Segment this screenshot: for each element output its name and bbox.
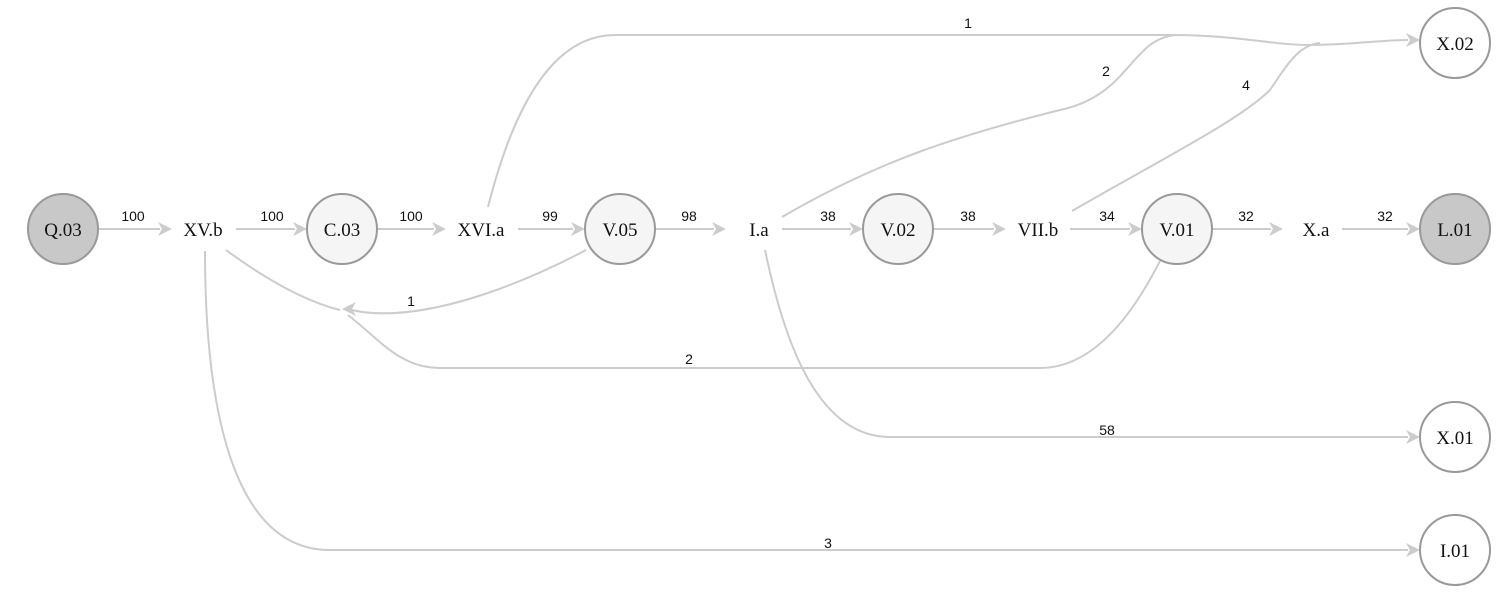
node-circle bbox=[306, 193, 378, 265]
node-i-01[interactable]: I.01 bbox=[1419, 514, 1491, 586]
edge-v-01-to-xv-b bbox=[347, 260, 1161, 369]
edge-c-03-to-xvi-a-arrowhead bbox=[432, 222, 446, 236]
node-label: Q.03 bbox=[44, 220, 81, 241]
edge-xvi-a-to-x-02-label: 1 bbox=[964, 15, 972, 31]
node-circle bbox=[1419, 7, 1491, 79]
node-label: X.01 bbox=[1436, 428, 1473, 449]
edge-xv-b-to-c-03-arrowhead bbox=[293, 222, 307, 236]
node-l-01[interactable]: L.01 bbox=[1419, 193, 1491, 265]
node-label: C.03 bbox=[324, 220, 360, 241]
node-x-01[interactable]: X.01 bbox=[1419, 401, 1491, 473]
node-x-02[interactable]: X.02 bbox=[1419, 7, 1491, 79]
edge-v-05-to-xv-b-arrowhead bbox=[342, 302, 356, 316]
edge-i-a-to-v-02-arrowhead bbox=[849, 222, 863, 236]
edge-labels-layer: 100 100 100 99 98 38 38 34 32 32 1 2 4 1 2 58 3 bbox=[121, 15, 1393, 551]
node-circle bbox=[1419, 514, 1491, 586]
node-label: V.01 bbox=[1159, 220, 1194, 241]
edge-xv-b-to-i-01-label: 3 bbox=[824, 535, 832, 551]
edge-v-05-to-i-a-label: 98 bbox=[681, 208, 697, 224]
node-x-a[interactable]: X.a bbox=[1303, 220, 1330, 241]
node-circle bbox=[862, 193, 934, 265]
edge-v-01-to-x-a-label: 32 bbox=[1238, 208, 1254, 224]
edge-vii-b-to-v-01-arrowhead bbox=[1128, 222, 1142, 236]
node-xv-b[interactable]: XV.b bbox=[183, 220, 222, 241]
node-v-01[interactable]: V.01 bbox=[1141, 193, 1213, 265]
edge-x-a-to-l-01-arrowhead bbox=[1406, 222, 1420, 236]
node-q-03[interactable]: Q.03 bbox=[27, 193, 99, 265]
node-label: X.02 bbox=[1436, 34, 1473, 55]
node-label: L.01 bbox=[1437, 220, 1472, 241]
edge-i-a-to-x-02 bbox=[781, 34, 1176, 218]
edge-xvi-a-to-x-02-arrowhead bbox=[1406, 33, 1420, 47]
node-circle bbox=[1419, 401, 1491, 473]
node-c-03[interactable]: C.03 bbox=[306, 193, 378, 265]
edge-xvi-a-to-v-05-arrowhead bbox=[571, 222, 585, 236]
edge-i-a-to-x-01-arrowhead bbox=[1406, 430, 1420, 444]
edges-layer bbox=[98, 33, 1420, 557]
edge-x-a-to-l-01-label: 32 bbox=[1377, 208, 1393, 224]
node-i-a[interactable]: I.a bbox=[749, 220, 769, 241]
edge-xv-b-to-v05-return-stub bbox=[225, 249, 341, 311]
edge-v-01-to-x-a-arrowhead bbox=[1269, 222, 1283, 236]
edge-v-02-to-vii-b-label: 38 bbox=[960, 208, 976, 224]
node-vii-b[interactable]: VII.b bbox=[1018, 220, 1059, 241]
node-label: I.01 bbox=[1440, 541, 1470, 562]
edge-xv-b-to-c-03-label: 100 bbox=[260, 208, 284, 224]
edge-vii-b-to-x-02-label: 4 bbox=[1242, 77, 1250, 93]
edge-i-a-to-x-02-label: 2 bbox=[1102, 63, 1110, 79]
node-label: VII.b bbox=[1018, 220, 1059, 241]
node-label: XV.b bbox=[183, 220, 222, 241]
edge-i-a-to-v-02-label: 38 bbox=[820, 208, 836, 224]
edge-i-a-to-x-01-label: 58 bbox=[1099, 422, 1115, 438]
node-v-05[interactable]: V.05 bbox=[584, 193, 656, 265]
edge-xvi-a-to-v-05-label: 99 bbox=[542, 208, 558, 224]
node-label: V.02 bbox=[880, 220, 915, 241]
node-circle bbox=[1141, 193, 1213, 265]
node-circle bbox=[1419, 193, 1491, 265]
node-v-02[interactable]: V.02 bbox=[862, 193, 934, 265]
edge-v-05-to-xv-b-label: 1 bbox=[407, 293, 415, 309]
node-circle bbox=[584, 193, 656, 265]
edge-i-a-to-x-01 bbox=[764, 249, 1408, 438]
edge-v-01-to-xv-b-label: 2 bbox=[685, 351, 693, 367]
node-label: X.a bbox=[1303, 220, 1330, 241]
edge-c-03-to-xvi-a-label: 100 bbox=[399, 208, 423, 224]
nodes-layer: Q.03 XV.b C.03 XVI.a V.05 I.a V.02 VII.b V.01 X.a… bbox=[27, 7, 1491, 586]
edge-v-05-to-xv-b bbox=[351, 249, 587, 315]
node-label: I.a bbox=[749, 220, 769, 241]
edge-xv-b-to-i-01-arrowhead bbox=[1406, 543, 1420, 557]
node-label: XVI.a bbox=[458, 220, 506, 241]
edge-xv-b-to-i-01 bbox=[204, 250, 1408, 551]
edge-q-03-to-xv-b-label: 100 bbox=[121, 208, 145, 224]
edge-vii-b-to-x-02 bbox=[1071, 42, 1321, 212]
edge-xvi-a-to-x-02 bbox=[487, 34, 1409, 208]
edge-q-03-to-xv-b-arrowhead bbox=[158, 222, 172, 236]
edge-v-05-to-i-a-arrowhead bbox=[712, 222, 726, 236]
node-label: V.05 bbox=[602, 220, 637, 241]
node-xvi-a[interactable]: XVI.a bbox=[458, 220, 506, 241]
edge-v-02-to-vii-b-arrowhead bbox=[992, 222, 1006, 236]
edge-vii-b-to-v-01-label: 34 bbox=[1099, 208, 1115, 224]
node-circle bbox=[27, 193, 99, 265]
